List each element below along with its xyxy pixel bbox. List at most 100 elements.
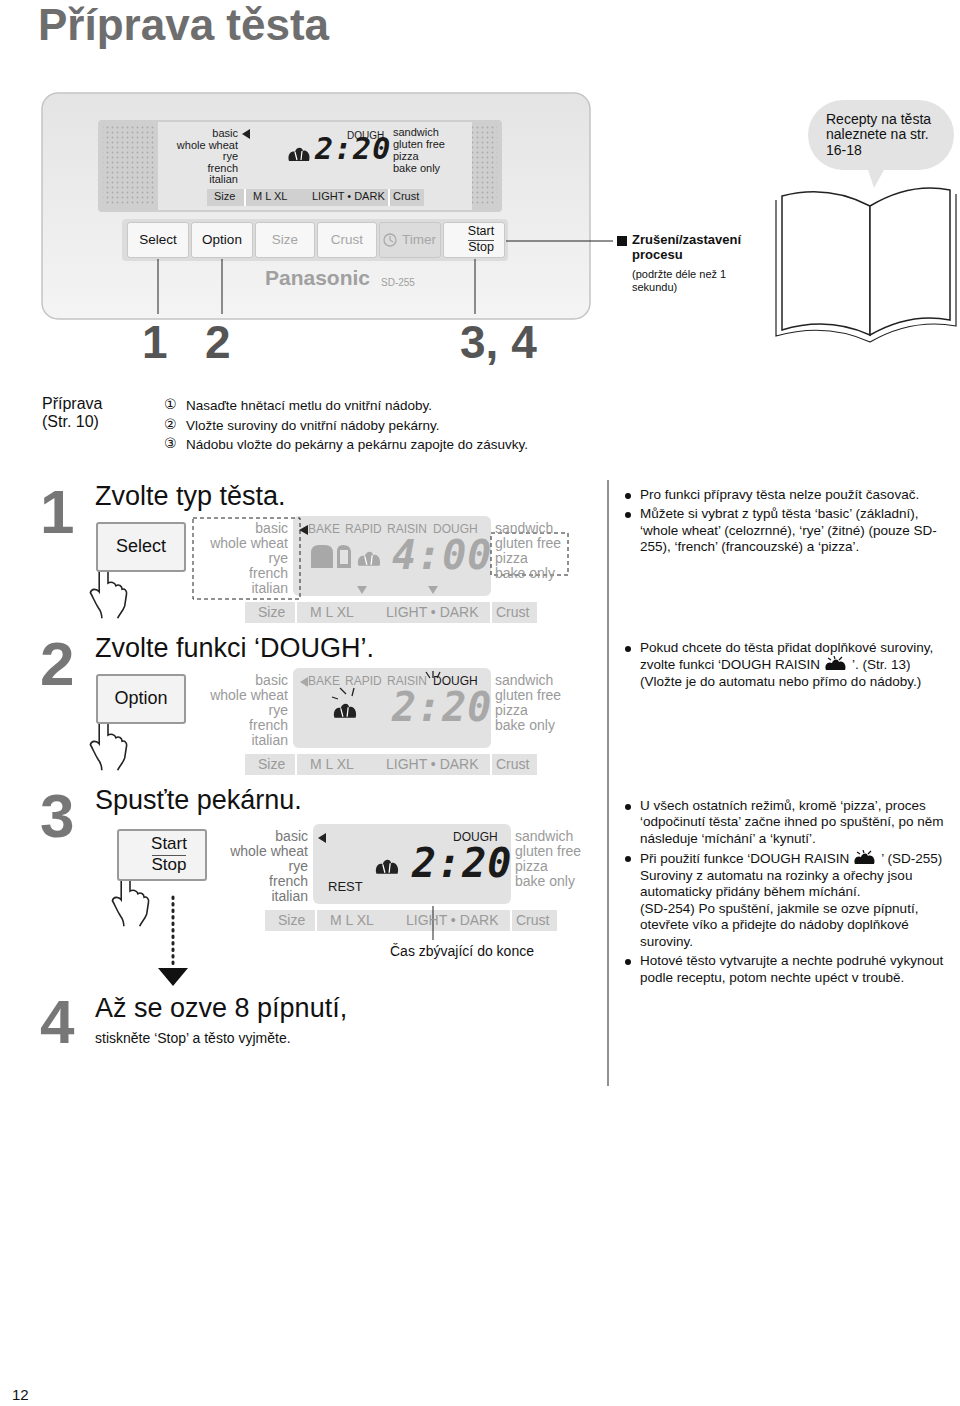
menu-item: italian [209, 173, 238, 186]
menu-item: italian [251, 580, 288, 596]
menu-item: sandwich [495, 672, 553, 688]
button-label: Size [272, 233, 298, 248]
menu-item: basic [255, 672, 288, 688]
button-label: Start [468, 225, 494, 239]
button: Select [127, 222, 189, 258]
dough-raisin-icon [823, 656, 849, 671]
note-text: Hotové těsto vytvarujte a nechte podruhé… [640, 953, 943, 984]
button-label: Start [151, 835, 187, 854]
button-label: Crust [331, 233, 363, 248]
model-name: SD-255 [381, 277, 415, 289]
crust-options: LIGHT • DARK [406, 912, 499, 928]
menu-item: whole wheat [230, 843, 308, 859]
button: Option [96, 674, 186, 724]
menu-item: basic [275, 828, 308, 844]
button-label: Stop [468, 240, 494, 255]
button-label: Stop [152, 855, 187, 875]
lcd-display [158, 122, 472, 210]
callout-bubble: Recepty na těsta naleznete na str. 16-18 [808, 100, 954, 170]
bullet [625, 959, 631, 965]
menu-item: french [249, 717, 288, 733]
display-frame [98, 120, 502, 212]
button-label: Option [202, 233, 242, 248]
crust-label: Crust [496, 604, 529, 620]
time-readout: 4:00 [392, 535, 492, 575]
step-marker: ② [164, 416, 177, 432]
menu-item: rye [223, 150, 238, 163]
menu-item: sandwich [515, 828, 573, 844]
step-number: 3 [40, 780, 74, 851]
time-readout: 2:20 [412, 843, 512, 883]
button: Timer [379, 222, 441, 258]
status-indicator: REST [328, 880, 363, 895]
menu-item: basic [212, 127, 238, 140]
note-text: (Vložte je do automatu nebo přímo do nád… [640, 674, 921, 689]
note-text: (SD-254) Po spuštění, jakmile se ozve pí… [640, 901, 918, 949]
button-label: Recepty na těsta naleznete na str. 16-18 [826, 112, 944, 158]
menu-item: sandwich [393, 126, 439, 139]
start-stop-button: StartStop [443, 222, 505, 258]
instruction: stiskněte ‘Stop’ a těsto vyjměte. [95, 1030, 291, 1046]
menu-item: sandwich [495, 520, 553, 536]
instruction: Vložte suroviny do vnitřní nádoby pekárn… [186, 418, 439, 434]
dough-raisin-icon [852, 850, 878, 865]
size-label: Size [258, 604, 285, 620]
button: Size [255, 222, 315, 258]
button: Select [96, 522, 186, 572]
bullet [625, 646, 631, 652]
step-heading: Zvolte funkci ‘DOUGH’. [95, 633, 374, 664]
bullet [625, 512, 631, 518]
bullet [625, 856, 631, 862]
menu-item: bake only [515, 873, 575, 889]
menu-item: rye [289, 858, 308, 874]
mode-indicator: RAPID [345, 675, 382, 689]
page-title: Příprava těsta [38, 0, 329, 51]
menu-item: pizza [495, 550, 528, 566]
menu-item: bake only [495, 565, 555, 581]
section-label: Příprava (Str. 10) [42, 395, 122, 432]
menu-item: italian [271, 888, 308, 904]
size-options: M L XL [330, 912, 374, 928]
note-text: U všech ostatních režimů, kromě ‘pizza’,… [640, 798, 943, 846]
menu-item: gluten free [393, 138, 445, 151]
menu-item: whole wheat [210, 687, 288, 703]
mode-indicator: BAKE [308, 523, 340, 537]
note-paragraph: Při použití funkce ‘DOUGH RAISIN’ (SD-25… [640, 850, 952, 950]
menu-item: bake only [495, 717, 555, 733]
menu-item: gluten free [495, 535, 561, 551]
size-label: Size [258, 756, 285, 772]
note-paragraph: Můžete si vybrat z typů těsta ‘basic’ (z… [640, 506, 952, 555]
note-paragraph: Hotové těsto vytvarujte a nechte podruhé… [640, 953, 952, 986]
menu-item: rye [269, 550, 288, 566]
start-stop-button: StartStop [117, 829, 207, 881]
step-heading: Spusťte pekárnu. [95, 785, 302, 816]
note-heading: Zrušení/zastavení procesu [632, 233, 762, 263]
bullet [625, 493, 631, 499]
button-label: Option [114, 689, 167, 709]
note-paragraph: Pokud chcete do těsta přidat doplňkové s… [640, 640, 952, 690]
note-text: Můžete si vybrat z typů těsta ‘basic’ (z… [640, 506, 937, 554]
menu-item: italian [251, 732, 288, 748]
callout-number: 3, 4 [460, 316, 537, 369]
brand-logo: Panasonic [265, 266, 370, 290]
time-readout: 2:20 [315, 134, 391, 164]
note-text: ’. (Str. 13) [852, 657, 911, 672]
crust-label: Crust [496, 756, 529, 772]
instruction: Nádobu vložte do pekárny a pekárnu zapoj… [186, 437, 528, 453]
menu-item: whole wheat [210, 535, 288, 551]
mode-indicator: RAPID [345, 523, 382, 537]
button: Option [191, 222, 253, 258]
size-label: Size [214, 190, 235, 203]
bullet [625, 804, 631, 810]
menu-item: pizza [393, 150, 419, 163]
button: Crust [317, 222, 377, 258]
menu-item: rye [269, 702, 288, 718]
menu-item: bake only [393, 162, 440, 175]
step-marker: ① [164, 396, 177, 412]
callout-number: 2 [205, 316, 231, 369]
crust-label: Crust [516, 912, 549, 928]
note-text: Při použití funkce ‘DOUGH RAISIN [640, 851, 849, 866]
note-text: Pro funkci přípravy těsta nelze použít č… [640, 487, 919, 502]
